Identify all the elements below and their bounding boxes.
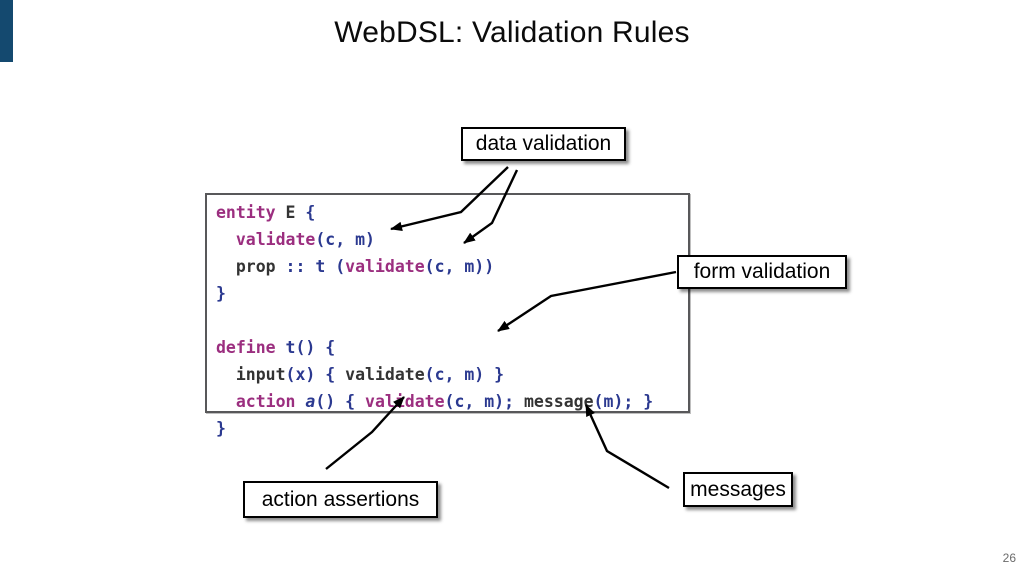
code-line: define t() { xyxy=(216,338,336,357)
page-number: 26 xyxy=(1002,551,1016,565)
label-action-assertions: action assertions xyxy=(243,481,438,518)
accent-bar xyxy=(0,0,13,62)
label-form-validation: form validation xyxy=(677,255,847,289)
code-line: prop :: t (validate(c, m)) xyxy=(216,257,495,276)
code-line: } xyxy=(216,419,226,438)
code-line: entity E { xyxy=(216,203,316,222)
code-snippet: entity E { validate(c, m) prop :: t (val… xyxy=(205,193,690,438)
label-data-validation: data validation xyxy=(461,127,626,161)
code-line xyxy=(216,307,688,334)
label-messages: messages xyxy=(683,472,793,507)
code-line: input(x) { validate(c, m) } xyxy=(216,365,505,384)
code-line: action a() { validate(c, m); message(m);… xyxy=(235,392,654,411)
code-line: } xyxy=(216,284,226,303)
code-line: validate(c, m) xyxy=(235,230,375,249)
page-title: WebDSL: Validation Rules xyxy=(334,16,690,49)
